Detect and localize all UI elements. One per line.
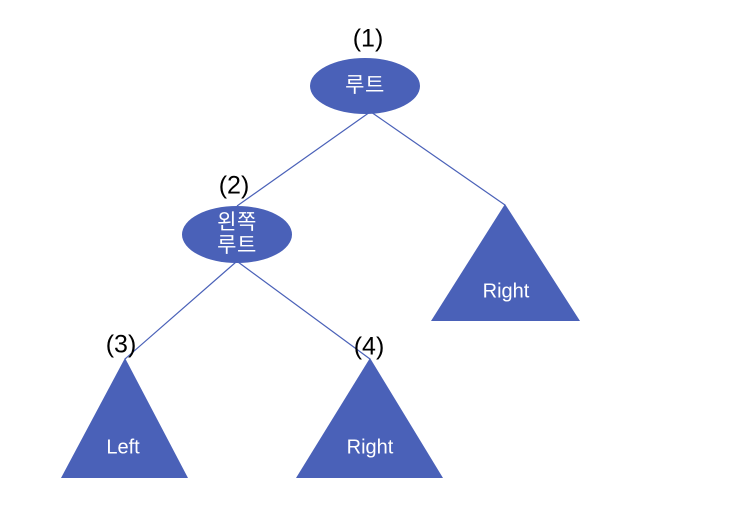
node-right-subtree-bottom-triangle[interactable]: Right (296, 358, 444, 479)
edge-left-root-to-left-subtree (124, 261, 237, 360)
marker-label-4: (4) (353, 332, 385, 361)
node-root-label-line-1: 루트 (345, 73, 385, 97)
node-left-root-ellipse[interactable]: 왼쪽 루트 (182, 206, 292, 263)
node-root-ellipse[interactable]: 루트 (310, 58, 420, 114)
node-right-subtree-top-label: Right (482, 280, 530, 303)
edge-left-root-to-right-subtree (237, 261, 371, 360)
node-right-subtree-top-triangle[interactable]: Right (431, 204, 581, 322)
edge-root-to-right-subtree (370, 111, 506, 206)
node-right-subtree-bottom-label: Right (346, 436, 394, 459)
marker-label-2: (2) (218, 171, 250, 200)
node-left-root-label-line-2: 루트 (217, 233, 257, 257)
node-left-root-label-line-1: 왼쪽 (217, 211, 257, 235)
marker-label-3: (3) (105, 330, 137, 359)
node-left-subtree-bottom-label: Left (106, 436, 140, 459)
node-left-subtree-bottom-triangle[interactable]: Left (61, 358, 189, 479)
marker-label-1: (1) (352, 24, 384, 53)
edge-root-to-left-root (236, 111, 371, 207)
